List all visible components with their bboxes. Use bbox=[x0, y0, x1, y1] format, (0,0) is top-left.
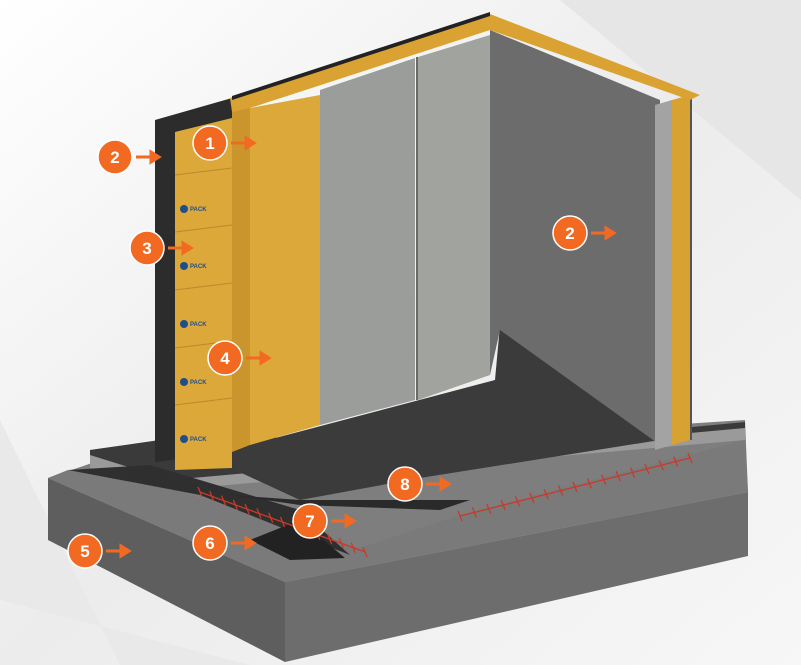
arrow-right-icon bbox=[591, 225, 617, 241]
background-stripe bbox=[0, 420, 250, 665]
cable-tick bbox=[687, 452, 693, 464]
cable-tick bbox=[220, 495, 227, 506]
cable-tick bbox=[673, 456, 679, 467]
callout-number: 4 bbox=[220, 349, 230, 368]
callout-circle bbox=[67, 533, 103, 569]
arrow-right-icon bbox=[231, 535, 257, 551]
callout-number: 2 bbox=[110, 148, 119, 167]
callout-number: 3 bbox=[142, 239, 151, 258]
arrow-right-icon bbox=[231, 135, 257, 151]
callout-circle bbox=[292, 503, 328, 539]
callout-number: 1 bbox=[205, 134, 214, 153]
cable-tick bbox=[232, 499, 238, 511]
cable-tick bbox=[209, 491, 215, 502]
cable-tick bbox=[486, 503, 492, 514]
callout-l7: 7 bbox=[292, 503, 357, 539]
cable-tick bbox=[350, 542, 356, 553]
cable-tick bbox=[362, 546, 368, 558]
callout-l1: 1 bbox=[192, 125, 257, 161]
cable-tick bbox=[558, 485, 564, 496]
callout-circle bbox=[129, 230, 165, 266]
cable-tick bbox=[529, 492, 535, 504]
callout-l4: 4 bbox=[207, 340, 272, 376]
svg-text:PACK: PACK bbox=[190, 437, 207, 443]
wall-panel bbox=[418, 35, 490, 400]
cable-tick bbox=[601, 474, 607, 485]
callout-l2a: 2 bbox=[97, 139, 162, 175]
callout-number: 5 bbox=[80, 542, 89, 561]
callout-number: 8 bbox=[400, 475, 409, 494]
cable-tick bbox=[572, 481, 578, 493]
callout-circle bbox=[192, 125, 228, 161]
cable-tick bbox=[514, 496, 521, 507]
cable-tick bbox=[256, 508, 262, 519]
cable-tick bbox=[338, 538, 345, 549]
panel-logos: PACK PACK PACK PACK PACK bbox=[180, 205, 207, 443]
floor-membrane bbox=[68, 465, 350, 555]
cable-tick bbox=[279, 516, 286, 528]
callout-circle bbox=[207, 340, 243, 376]
cable-tick bbox=[658, 460, 664, 471]
callout-number: 7 bbox=[305, 512, 314, 531]
arrow-right-icon bbox=[168, 240, 194, 256]
arrow-right-icon bbox=[136, 149, 162, 165]
callout-number: 6 bbox=[205, 534, 214, 553]
room-floor bbox=[230, 325, 660, 500]
cable-tick bbox=[500, 499, 506, 511]
cable-tick bbox=[644, 463, 650, 475]
svg-text:PACK: PACK bbox=[190, 207, 207, 213]
callout-l5: 5 bbox=[67, 533, 132, 569]
callout-l3: 3 bbox=[129, 230, 194, 266]
cable-tick bbox=[327, 533, 333, 545]
insulation-panels bbox=[175, 118, 232, 470]
cable-tick bbox=[586, 478, 592, 489]
cable-tick bbox=[197, 486, 203, 498]
callout-circle bbox=[97, 139, 133, 175]
callout-circle bbox=[387, 466, 423, 502]
wall-panel bbox=[320, 58, 415, 425]
callout-number: 2 bbox=[565, 224, 574, 243]
cable-tick bbox=[244, 503, 250, 515]
cable-tick bbox=[268, 512, 274, 523]
callout-l2b: 2 bbox=[552, 215, 617, 251]
cable-tick bbox=[457, 510, 463, 522]
callout-labels: 2 1 3 4 2 8 7 6 5 bbox=[67, 125, 617, 569]
trench bbox=[250, 520, 345, 560]
insulation-wall bbox=[250, 95, 320, 445]
svg-text:PACK: PACK bbox=[190, 264, 207, 270]
top-insulation-cap bbox=[230, 14, 700, 112]
arrow-right-icon bbox=[246, 350, 272, 366]
callout-circle bbox=[552, 215, 588, 251]
cable-tick bbox=[615, 470, 621, 482]
right-wall-insulation bbox=[672, 95, 690, 445]
cable-tick bbox=[471, 507, 477, 518]
cable-tick bbox=[543, 489, 549, 500]
arrow-right-icon bbox=[106, 543, 132, 559]
cable-tick bbox=[629, 467, 636, 478]
callout-l8: 8 bbox=[387, 466, 452, 502]
svg-text:PACK: PACK bbox=[190, 380, 207, 386]
callout-l6: 6 bbox=[192, 525, 257, 561]
callout-circle bbox=[192, 525, 228, 561]
svg-text:PACK: PACK bbox=[190, 322, 207, 328]
arrow-right-icon bbox=[426, 476, 452, 492]
arrow-right-icon bbox=[331, 513, 357, 529]
right-wall-edge bbox=[655, 100, 672, 450]
